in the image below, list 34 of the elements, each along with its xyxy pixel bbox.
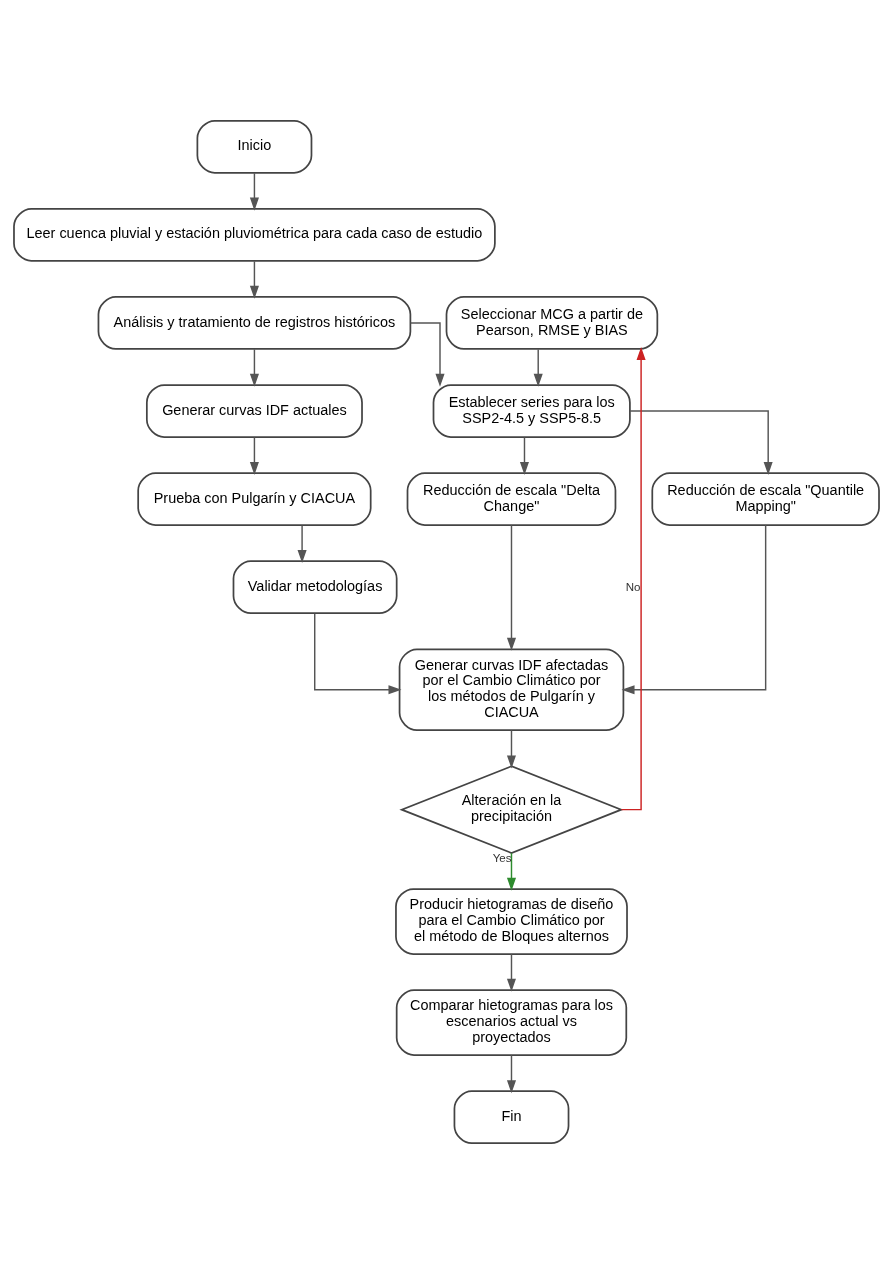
arrow [314, 612, 402, 694]
arrow [506, 1053, 517, 1093]
arrow [621, 524, 767, 694]
arrow [249, 348, 259, 387]
node-box: Análisis y tratamiento de registros históricos [97, 295, 412, 350]
arrow [533, 348, 543, 387]
node-box: Inicio [196, 119, 313, 174]
arrow [519, 436, 530, 475]
node-box: Seleccionar MCG a partir de Pearson, RMSE y BIAS [445, 295, 659, 350]
node-box: Leer cuenca pluvial y estación pluviométrica para cada caso de estudio [13, 207, 496, 262]
node-box: Generar curvas IDF actuales [145, 383, 363, 438]
arrow [506, 852, 517, 891]
arrow [620, 346, 646, 810]
arrow [506, 952, 517, 992]
node-box: Comparar hietogramas para los escenarios actual vs proyectados [395, 988, 628, 1056]
arrow [506, 524, 517, 651]
node-box: Generar curvas IDF afectadas por el Cambio Climático por los métodos de Pulgarín y CIACUA [398, 647, 625, 731]
node-diamond: Alteración en la precipitación [399, 764, 624, 854]
edge-label: No [625, 580, 641, 593]
edge-label: Yes [492, 851, 512, 864]
arrow [506, 729, 517, 768]
arrow [249, 260, 259, 299]
node-box: Prueba con Pulgarín y CIACUA [137, 471, 372, 526]
node-box: Fin [453, 1089, 570, 1144]
node-box: Establecer series para los SSP2-4.5 y SSP5-8.5 [432, 383, 631, 438]
node-box: Validar metodologías [232, 559, 398, 614]
arrow [249, 436, 259, 475]
arrow [409, 321, 445, 387]
node-box: Reducción de escala "Delta Change" [406, 471, 617, 526]
arrow [297, 524, 307, 563]
node-box: Reducción de escala "Quantile Mapping" [651, 471, 880, 526]
arrow [249, 172, 259, 211]
node-box: Producir hietogramas de diseño para el Cambio Climático por el método de Bloques alternos [395, 887, 628, 955]
arrow [629, 409, 773, 475]
